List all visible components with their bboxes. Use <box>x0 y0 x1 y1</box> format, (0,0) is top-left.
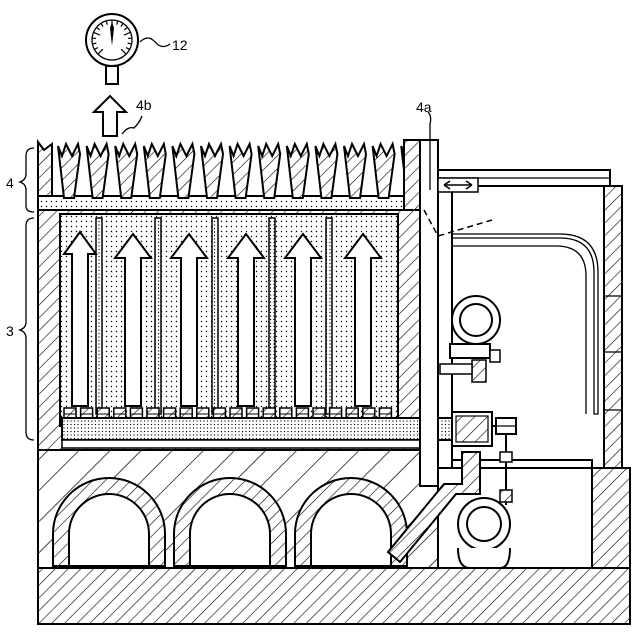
leader-4b <box>122 116 142 134</box>
outlet-tooth <box>315 144 337 198</box>
outlet-tooth <box>258 144 280 198</box>
label-4a: 4a <box>416 99 432 115</box>
outlet-tooth <box>172 144 194 198</box>
stack-chamber <box>60 214 398 426</box>
outlet-arrow <box>94 96 126 136</box>
label-3: 3 <box>6 323 14 339</box>
outlet-tooth <box>373 144 395 198</box>
arch-tunnels <box>53 478 407 566</box>
blower-lower <box>458 498 510 568</box>
outlet-tooth <box>58 144 80 198</box>
gauge-stem <box>106 66 118 84</box>
label-12: 12 <box>172 37 188 53</box>
base-slab <box>38 568 630 624</box>
label-4b: 4b <box>136 97 152 113</box>
bracket-4 <box>20 148 34 212</box>
outlet-tooth <box>144 144 166 198</box>
outlet-tooth <box>287 144 309 198</box>
gauge-tick <box>128 43 132 44</box>
side-column <box>420 140 438 486</box>
pressure-gauge <box>86 14 138 84</box>
bracket-3 <box>20 218 34 440</box>
outlet-tooth <box>115 144 137 198</box>
outlet-tooth <box>344 144 366 198</box>
leader-12 <box>140 38 170 47</box>
outlet-teeth <box>38 142 423 198</box>
outlet-tooth <box>230 144 252 198</box>
outlet-tooth <box>87 144 109 198</box>
outlet-tooth <box>38 142 52 196</box>
outlet-tooth <box>201 144 223 198</box>
label-4: 4 <box>6 175 14 191</box>
gauge-tick <box>92 43 96 44</box>
